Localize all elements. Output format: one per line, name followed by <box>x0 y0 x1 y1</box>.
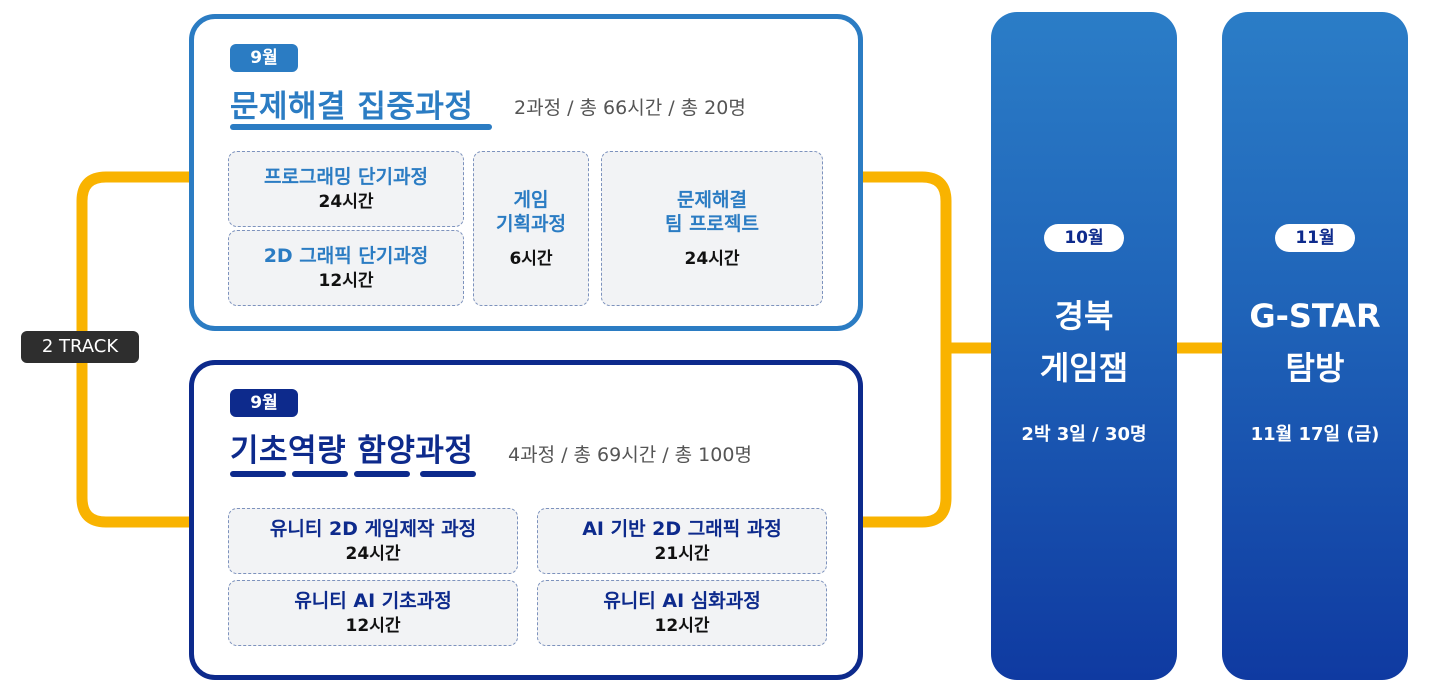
course-card: 유니티 AI 기초과정 12시간 <box>228 580 518 646</box>
track-panel-basic-skills: 9월 기초역량 함양과정 4과정 / 총 69시간 / 총 100명 유니티 2… <box>189 360 863 680</box>
course-name: 게임 기획과정 <box>496 188 566 235</box>
month-badge: 9월 <box>230 389 298 417</box>
course-hours: 12시간 <box>318 271 374 291</box>
event-detail: 11월 17일 (금) <box>1250 424 1380 445</box>
course-hours: 21시간 <box>654 544 710 564</box>
course-card: 게임 기획과정 6시간 <box>473 151 589 306</box>
course-card: 프로그래밍 단기과정 24시간 <box>228 151 464 227</box>
course-name: 2D 그래픽 단기과정 <box>263 245 429 267</box>
course-name: AI 기반 2D 그래픽 과정 <box>582 518 782 540</box>
month-badge: 9월 <box>230 44 298 72</box>
right-bracket-line <box>863 171 952 528</box>
month-badge: 10월 <box>1044 224 1124 252</box>
track-summary: 4과정 / 총 69시간 / 총 100명 <box>508 444 752 466</box>
event-title-line1: 경북 <box>1054 297 1114 335</box>
title-underline <box>230 471 286 477</box>
course-name: 프로그래밍 단기과정 <box>264 166 428 188</box>
event-title-line2: 탐방 <box>1285 349 1345 387</box>
event-column-gstar: 11월 G-STAR 탐방 11월 17일 (금) <box>1222 12 1408 680</box>
track-summary: 2과정 / 총 66시간 / 총 20명 <box>514 97 746 119</box>
event-column-gamejam: 10월 경북 게임잼 2박 3일 / 30명 <box>991 12 1177 680</box>
event-title-line1: G-STAR <box>1249 297 1381 335</box>
course-card: 문제해결 팀 프로젝트 24시간 <box>601 151 823 306</box>
month-badge: 11월 <box>1275 224 1355 252</box>
track-panel-problem-solving: 9월 문제해결 집중과정 2과정 / 총 66시간 / 총 20명 프로그래밍 … <box>189 14 863 331</box>
track-title: 기초역량 함양과정 <box>230 433 474 469</box>
course-hours: 12시간 <box>654 616 710 636</box>
course-card: 유니티 AI 심화과정 12시간 <box>537 580 827 646</box>
title-underline <box>292 471 348 477</box>
event-detail: 2박 3일 / 30명 <box>1021 424 1147 445</box>
track-badge: 2 TRACK <box>21 331 139 363</box>
title-underline <box>354 471 410 477</box>
title-underline <box>230 124 492 130</box>
course-name: 유니티 AI 심화과정 <box>603 590 761 612</box>
course-name: 유니티 2D 게임제작 과정 <box>269 518 477 540</box>
title-underline <box>420 471 476 477</box>
event-title-line2: 게임잼 <box>1039 349 1129 387</box>
course-hours: 24시간 <box>684 248 740 269</box>
course-card: AI 기반 2D 그래픽 과정 21시간 <box>537 508 827 574</box>
course-hours: 6시간 <box>509 248 553 269</box>
course-name: 유니티 AI 기초과정 <box>294 590 452 612</box>
track-title: 문제해결 집중과정 <box>230 89 474 125</box>
course-card: 2D 그래픽 단기과정 12시간 <box>228 230 464 306</box>
course-card: 유니티 2D 게임제작 과정 24시간 <box>228 508 518 574</box>
course-hours: 12시간 <box>345 616 401 636</box>
course-hours: 24시간 <box>345 544 401 564</box>
course-hours: 24시간 <box>318 192 374 212</box>
course-name: 문제해결 팀 프로젝트 <box>664 188 759 235</box>
